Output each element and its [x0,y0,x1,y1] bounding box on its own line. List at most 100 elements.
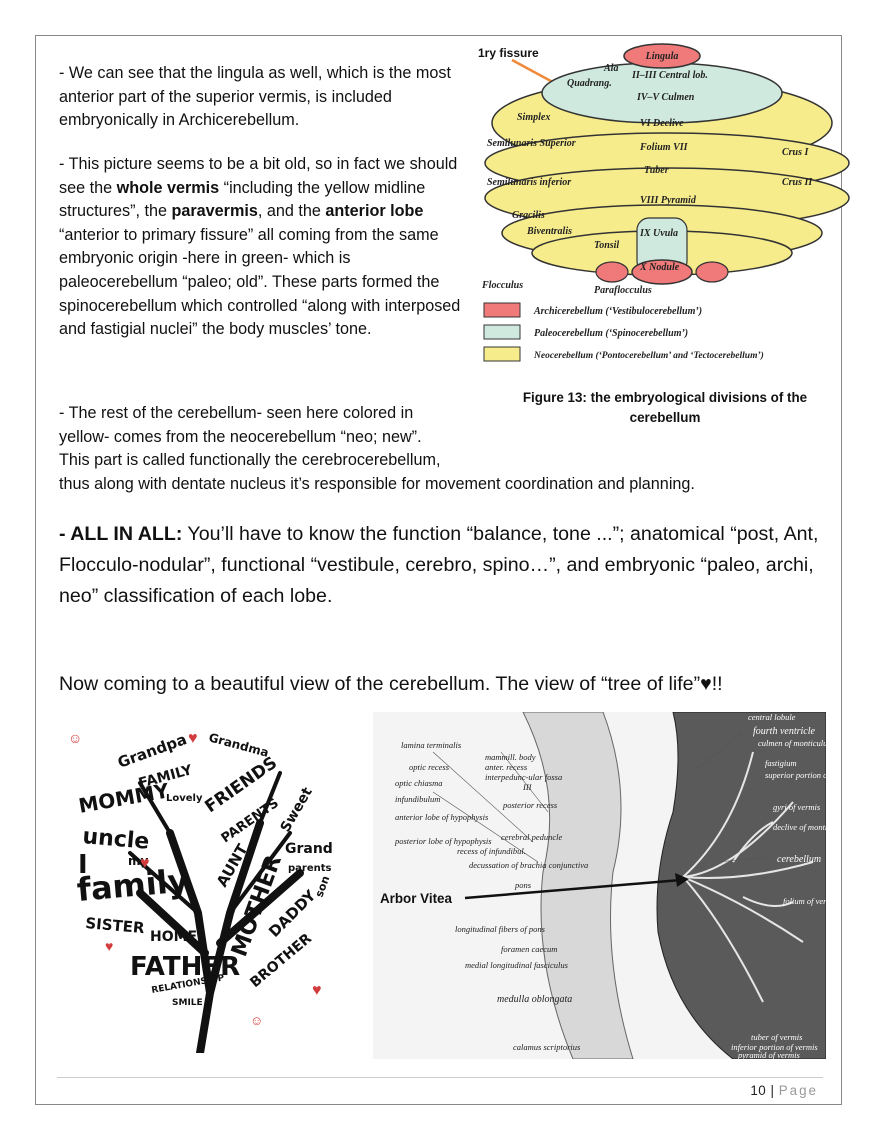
tree-word-grand-parents: parents [288,863,332,874]
brain-label-decussation: decussation of brachia conjunctiva [469,860,588,870]
page-border [35,35,842,1105]
brain-label-longitudinal-fibers: longitudinal fibers of pons [455,924,546,934]
label-biventralis: Biventralis [526,226,572,237]
region-nodule [631,259,693,285]
heart-icon: ♥ [312,982,322,999]
footer-separator: | [770,1083,775,1098]
legend-swatch-archi [483,302,521,318]
label-lingula: Lingula [645,51,679,62]
legend-label-archi: Archicerebellum (‘Vestibulocerebellum’) [533,306,702,317]
brain-label-inferior-portion: inferior portion of vermis [731,1042,818,1052]
label-flocculus: Flocculus [481,280,523,291]
region-lingula [623,43,701,69]
label-tonsil: Tonsil [594,240,619,251]
paragraph-lingula: - We can see that the lingula as well, w… [59,62,469,133]
label-paraflocculus: Paraflocculus [594,285,652,296]
legend-swatch-neo [483,346,521,362]
arbor-vitea-label: Arbor Vitea [380,891,452,906]
paragraph-vermis-text-e: “anterior to primary fissure” all coming… [59,225,461,339]
page-number: 10 [750,1083,767,1098]
heart-icon: ♥ [140,855,150,872]
label-1ry-fissure: 1ry fissure [478,46,539,60]
tree-word-grand: Grand [285,841,333,857]
bold-paravermis: paravermis [171,202,258,221]
cerebellum-shape [656,712,826,1059]
tree-word-uncle: uncle [81,824,150,855]
brain-label-anterior-lobe: anterior lobe of hypophysis [395,812,489,822]
tree-word-family: family [75,861,190,909]
tree-word-sister: SISTER [85,914,146,937]
tree-word-father: FATHER [130,952,240,982]
figure-13-diagram: Lingula Ala II–III Central lob. Quadrang… [481,43,850,362]
tree-word-sweet: Sweet [278,785,316,835]
arbor-arrow-head [675,873,689,887]
label-simplex: Simplex [517,112,550,123]
brain-label-superior-portion: superior portion of vermis [765,770,826,780]
heart-icon: ♥ [188,730,198,747]
label-quadrang: Quadrang. [567,78,612,89]
footer-page-word: Page [778,1083,818,1098]
label-tuber: Tuber [644,165,669,176]
brain-label-optic-chiasma: optic chiasma [395,778,442,788]
tree-word-lovely: Lovely [166,793,203,804]
brain-label-fourth-ventricle: fourth ventricle [753,726,815,737]
brain-label-declive-monticulus: declive of monticulus [773,822,826,832]
brain-label-lamina: lamina terminalis [401,740,462,750]
all-in-all-text: You’ll have to know the function “balanc… [59,523,819,607]
paragraph-lingula-text: - We can see that the lingula as well, w… [59,64,451,130]
label-crus-2: Crus II [782,177,813,188]
tree-word-grandma: Grandma [207,730,270,759]
label-central-lob: II–III Central lob. [631,70,708,81]
brain-label-posterior-lobe: posterior lobe of hypophysis [394,836,492,846]
paragraph-vermis-text-d: , and the [257,202,326,221]
brain-sagittal-image: lamina terminalis optic recess optic chi… [373,712,826,1059]
brain-label-calamus: calamus scriptorius [513,1042,581,1052]
brain-label-central-lobule: central lobule [748,712,796,722]
label-uvula: IX Uvula [639,228,678,239]
paragraph-vermis-text-a: - This picture seems to be a bit old, so… [59,155,458,197]
brain-label-fastigium: fastigium [765,758,797,768]
bold-anterior-lobe: anterior lobe [325,202,424,221]
brain-label-folium-vermis: folium of vermis [783,896,826,906]
brain-label-medial-fasciculus: medial longitudinal fasciculus [465,960,569,970]
brain-label-iii: III [522,782,533,792]
tree-word-i: I [78,850,88,880]
paragraph-neocerebellum: - The rest of the cerebellum- seen here … [59,402,829,496]
legend-swatch-paleo [483,324,521,340]
family-tree-image: Grandpa Grandma FAMILY Lovely MOMMY FRIE… [68,730,333,1053]
smiley-icon: ☺ [68,730,82,746]
brain-label-anter-recess: anter. recess [485,762,528,772]
brain-label-gyri-vermis: gyri of vermis [773,802,821,812]
arbor-vitae-branches [682,751,814,1003]
label-nodule: X Nodule [639,262,680,273]
legend-label-paleo: Paleocerebellum (‘Spinocerebellum’) [534,328,688,339]
label-culmen: IV–V Culmen [636,92,695,103]
brain-label-infundibulum: infundibulum [395,794,440,804]
heart-icon: ♥ [105,938,113,954]
label-pyramid: VIII Pyramid [640,195,697,206]
brain-label-tuber-vermis: tuber of vermis [751,1032,803,1042]
label-ala: Ala [603,63,618,74]
tree-word-son: son [313,874,333,899]
tree-word-smile: SMILE [172,998,203,1008]
bold-whole-vermis: whole vermis [116,178,220,197]
paragraph-vermis: - This picture seems to be a bit old, so… [59,153,469,342]
all-in-all-heading: - ALL IN ALL: [59,523,183,545]
region-flocculus-left [595,261,629,283]
brain-label-recess-infundibul: recess of infundibul. [457,846,526,856]
brain-label-posterior-recess: posterior recess [502,800,558,810]
tree-word-home: HOME [150,929,197,945]
smiley-icon: ☺ [250,1013,263,1028]
brain-label-mammill: mammill. body [485,752,536,762]
paragraph-vermis-text-c: “including the yellow midline structures… [59,178,426,221]
brain-label-foramen-caecum: foramen caecum [501,944,557,954]
brain-label-cerebellum: cerebellum [777,854,821,865]
paragraph-neocerebellum-text: - The rest of the cerebellum- seen here … [59,404,695,493]
brain-label-cerebral-peduncle: cerebral peduncle [501,832,563,842]
paragraph-tree-of-life: Now coming to a beautiful view of the ce… [59,673,723,695]
brain-label-interpedunc: interpedunc-ular fossa [485,772,562,782]
brain-label-medulla: medulla oblongata [497,994,572,1005]
label-semilunaris-superior: Semilunaris Superior [487,138,576,149]
paragraph-all-in-all: - ALL IN ALL: You’ll have to know the fu… [59,519,829,612]
legend-label-neo: Neocerebellum (‘Pontocerebellum’ and ‘Te… [533,350,764,361]
